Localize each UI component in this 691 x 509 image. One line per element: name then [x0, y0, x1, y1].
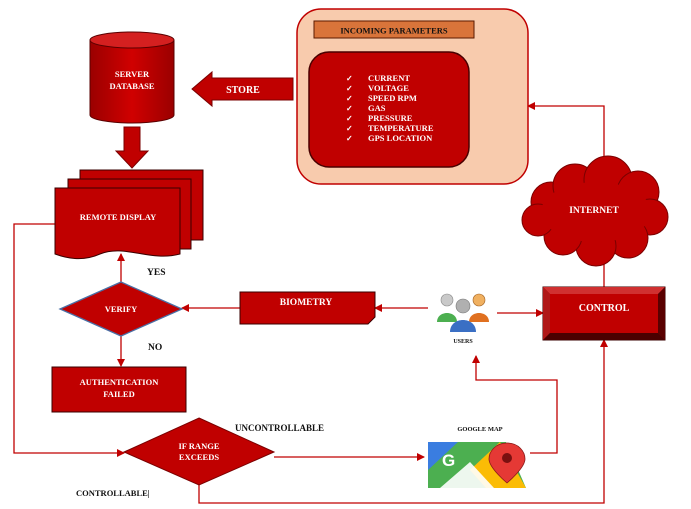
server-database-line1: SERVER [115, 69, 150, 79]
range-line2: EXCEEDS [179, 452, 219, 462]
remote-display[interactable]: REMOTE DISPLAY [54, 169, 204, 260]
checkmark-icon: ✓ [346, 94, 353, 103]
users-icon[interactable]: USERS [437, 293, 489, 345]
checkmark-icon: ✓ [346, 74, 353, 83]
checkmark-icon: ✓ [346, 104, 353, 113]
parameter-item: ✓ VOLTAGE [346, 83, 409, 93]
control-label: CONTROL [579, 303, 630, 314]
parameter-label: PRESSURE [368, 113, 413, 123]
verify-decision[interactable]: VERIFY [58, 281, 184, 337]
incoming-parameters-title: INCOMING PARAMETERS [340, 26, 448, 36]
parameter-label: SPEED RPM [368, 93, 417, 103]
google-maps-icon[interactable]: G [428, 442, 526, 488]
connector-internet-to-parameters [527, 102, 605, 178]
checkmark-icon: ✓ [346, 124, 353, 133]
checkmark-icon: ✓ [346, 114, 353, 123]
range-decision[interactable]: IF RANGE EXCEEDS [122, 417, 276, 486]
authentication-failed: AUTHENTICATION FAILED [51, 366, 187, 413]
parameter-item: ✓ PRESSURE [346, 113, 413, 123]
database-down-arrow [114, 126, 150, 169]
verify-label: VERIFY [105, 304, 138, 314]
parameters-box [308, 51, 470, 168]
no-label: NO [148, 343, 162, 353]
parameter-list: ✓ CURRENT ✓ VOLTAGE ✓ SPEED RPM ✓ GAS ✓ … [346, 73, 434, 143]
google-map-label: GOOGLE MAP [457, 426, 502, 433]
connector-display-to-range [13, 223, 125, 457]
auth-failed-line2: FAILED [103, 389, 135, 399]
parameter-label: TEMPERATURE [368, 123, 434, 133]
connector-map-to-users [472, 355, 558, 454]
parameter-label: CURRENT [368, 73, 410, 83]
connector-controllable-to-control [198, 339, 608, 504]
server-database-line2: DATABASE [109, 81, 154, 91]
biometry-box[interactable]: BIOMETRY [239, 291, 376, 325]
parameter-item: ✓ GAS [346, 103, 386, 113]
checkmark-icon: ✓ [346, 84, 353, 93]
internet-cloud[interactable]: INTERNET [521, 155, 669, 267]
parameter-item: ✓ TEMPERATURE [346, 123, 434, 133]
store-arrow[interactable]: STORE [191, 70, 294, 108]
google-g-glyph: G [442, 451, 455, 470]
parameter-label: GAS [368, 103, 386, 113]
incoming-parameters-title-box [313, 20, 475, 39]
parameter-item: ✓ SPEED RPM [346, 93, 417, 103]
connectors [13, 102, 608, 504]
biometry-label: BIOMETRY [280, 298, 333, 308]
range-line1: IF RANGE [178, 441, 219, 451]
users-label: USERS [453, 339, 473, 345]
internet-label: INTERNET [569, 206, 619, 216]
server-database[interactable]: SERVER DATABASE [89, 31, 175, 124]
parameter-label: GPS LOCATION [368, 133, 433, 143]
uncontrollable-label: UNCONTROLLABLE [235, 423, 324, 433]
yes-label: YES [147, 268, 165, 278]
parameter-item: ✓ GPS LOCATION [346, 133, 433, 143]
store-label: STORE [226, 85, 260, 96]
incoming-parameters-panel: INCOMING PARAMETERS ✓ CURRENT ✓ VOLTAGE … [296, 8, 529, 185]
controllable-label: CONTROLLABLE| [76, 488, 150, 498]
checkmark-icon: ✓ [346, 134, 353, 143]
control-box[interactable]: CONTROL [542, 286, 666, 341]
parameter-label: VOLTAGE [368, 83, 409, 93]
parameter-item: ✓ CURRENT [346, 73, 410, 83]
remote-display-label: REMOTE DISPLAY [80, 212, 156, 222]
auth-failed-line1: AUTHENTICATION [80, 377, 160, 387]
